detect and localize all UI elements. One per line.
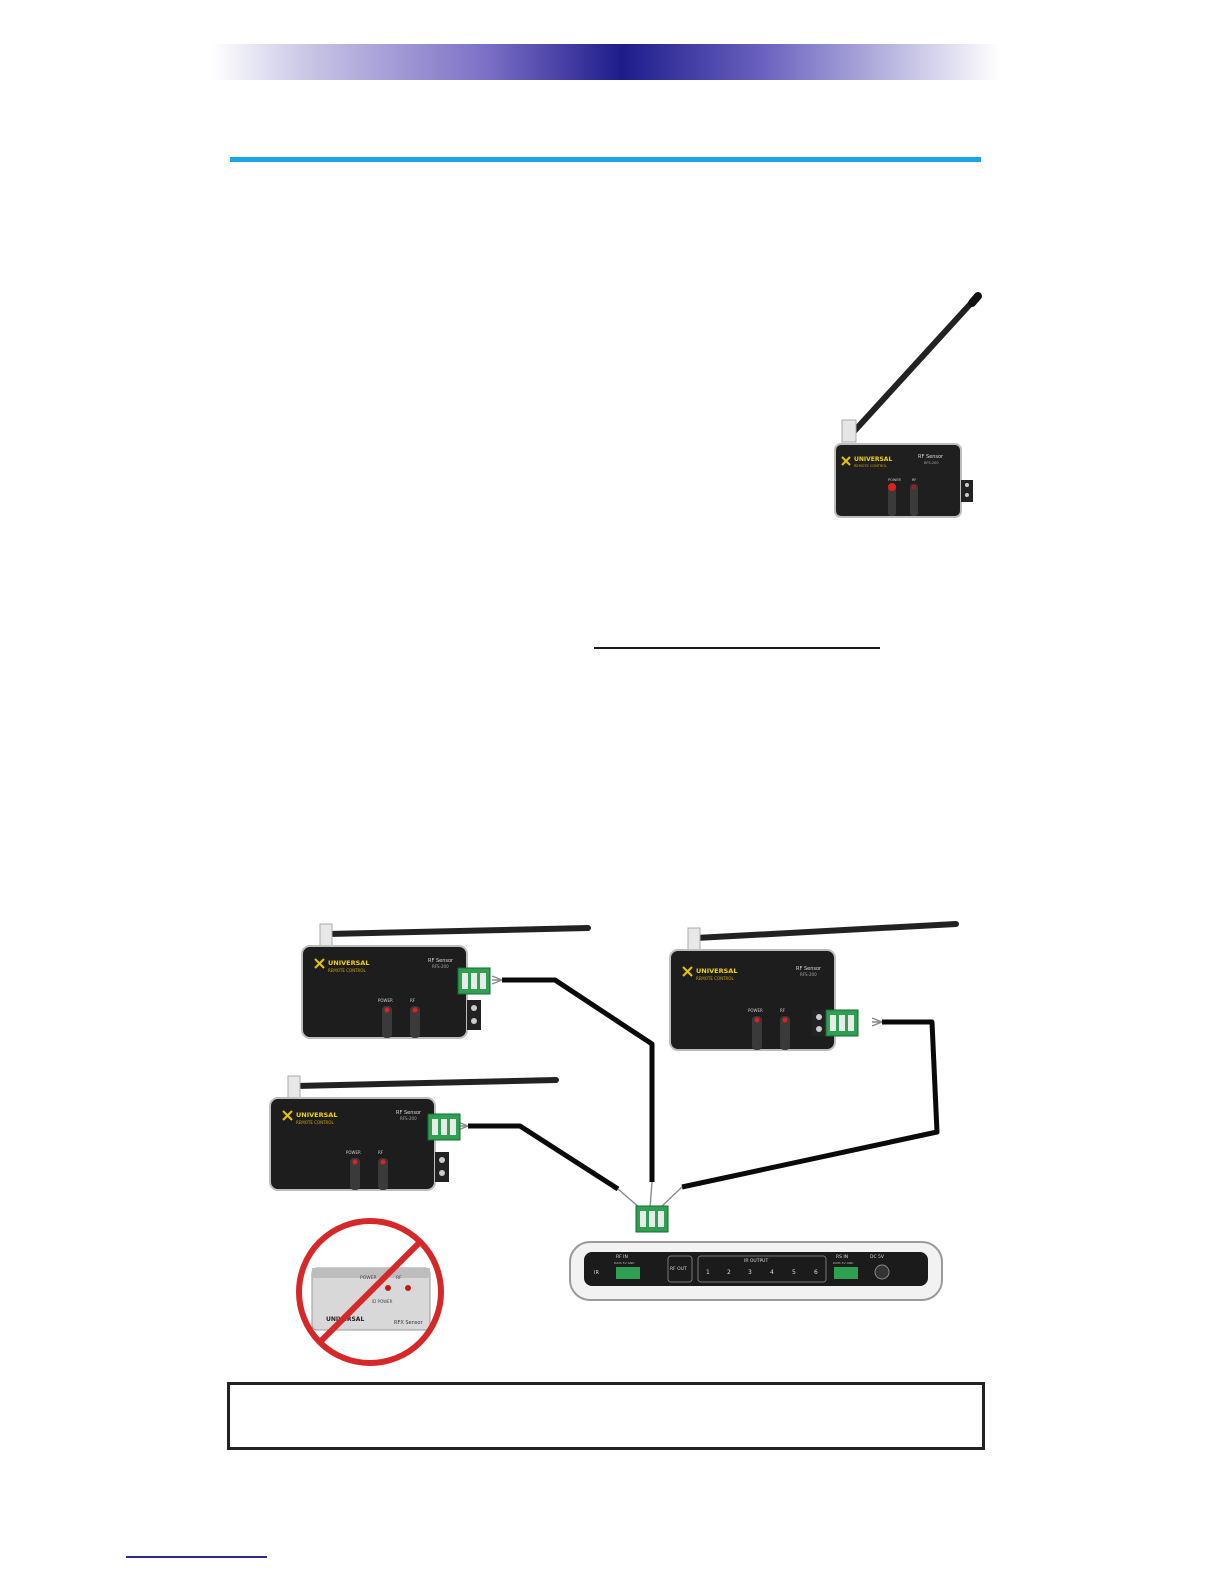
prohibited-rfx-sensor: POWER RF ID POWER UNIVERSAL RFX Sensor	[299, 1221, 441, 1363]
brand-tagline: REMOTE CONTROL	[328, 968, 366, 973]
dc-jack-icon	[875, 1265, 889, 1279]
brand-tagline: REMOTE CONTROL	[696, 976, 734, 981]
led-rf-label: RF	[780, 1008, 786, 1013]
ir-port-1: 1	[706, 1269, 710, 1276]
base-station: IR RF IN DATA 5V GND RF OUT IR OUTPUT 1 …	[570, 1242, 942, 1300]
rfx-switch-label: ID POWER	[372, 1299, 393, 1304]
rf-sensor-image: UNIVERSAL REMOTE CONTROL RF Sensor RFS-2…	[826, 290, 986, 525]
rf-out-label: RF OUT	[670, 1266, 687, 1272]
rs-in-label: RS IN	[836, 1254, 848, 1260]
rs-in-pins: DATA 5V GND	[833, 1261, 854, 1265]
ir-port-2: 2	[727, 1269, 731, 1276]
led-rf-label: RF	[912, 478, 916, 482]
brand-tagline: REMOTE CONTROL	[854, 464, 887, 468]
ir-port-5: 5	[792, 1269, 796, 1276]
terminal-block-icon	[636, 1206, 668, 1232]
rf-sensor-unit: UNIVERSAL REMOTE CONTROL RF Sensor RFS-2…	[670, 924, 956, 1050]
sensor-model: RFS-200	[800, 972, 817, 977]
sensor-title: RF Sensor	[918, 454, 944, 460]
brand-name: UNIVERSAL	[328, 959, 369, 967]
brand-name: UNIVERSAL	[296, 1111, 337, 1119]
brand-name: UNIVERSAL	[854, 456, 892, 463]
ir-port-3: 3	[748, 1269, 752, 1276]
wiring-diagram: UNIVERSAL REMOTE CONTROL RF Sensor RFS-2…	[230, 896, 990, 1372]
led-power-label: POWER	[888, 478, 902, 482]
led-rf-label: RF	[410, 998, 416, 1003]
brand-name: UNIVERSAL	[696, 967, 737, 975]
ir-port-6: 6	[814, 1269, 818, 1276]
ir-port-label: IR	[594, 1270, 599, 1276]
terminal-block-icon	[458, 968, 490, 994]
sensor-model: RFS-200	[400, 1116, 417, 1121]
rf-sensor-unit: UNIVERSAL REMOTE CONTROL RF Sensor RFS-2…	[270, 1076, 556, 1190]
led-power-label: POWER	[346, 1150, 361, 1155]
terminal-block-icon	[428, 1114, 460, 1140]
rf-led-icon	[912, 485, 916, 489]
ir-output-label: IR OUTPUT	[744, 1258, 768, 1264]
rf-in-label: RF IN	[616, 1254, 628, 1260]
rf-in-pins: DATA 5V GND	[614, 1261, 635, 1265]
rfx-rf-label: RF	[396, 1275, 402, 1281]
rfx-power-label: POWER	[360, 1275, 377, 1281]
footer-link-underline	[126, 1556, 267, 1558]
header-band	[212, 44, 1000, 80]
led-power-label: POWER	[378, 998, 393, 1003]
sensor-model: RFS-200	[432, 964, 449, 969]
power-led-icon	[888, 483, 896, 491]
terminal-block-icon	[826, 1010, 858, 1036]
led-power-label: POWER	[748, 1008, 763, 1013]
rfx-sensor-title: RFX Sensor	[394, 1320, 423, 1326]
note-box	[227, 1382, 985, 1450]
dc-label: DC 5V	[870, 1254, 885, 1260]
led-rf-label: RF	[378, 1150, 384, 1155]
section-rule	[230, 157, 981, 162]
link-underline	[594, 647, 880, 649]
brand-tagline: REMOTE CONTROL	[296, 1120, 334, 1125]
sensor-model: RFS-200	[924, 461, 939, 465]
ir-port-4: 4	[770, 1269, 774, 1276]
